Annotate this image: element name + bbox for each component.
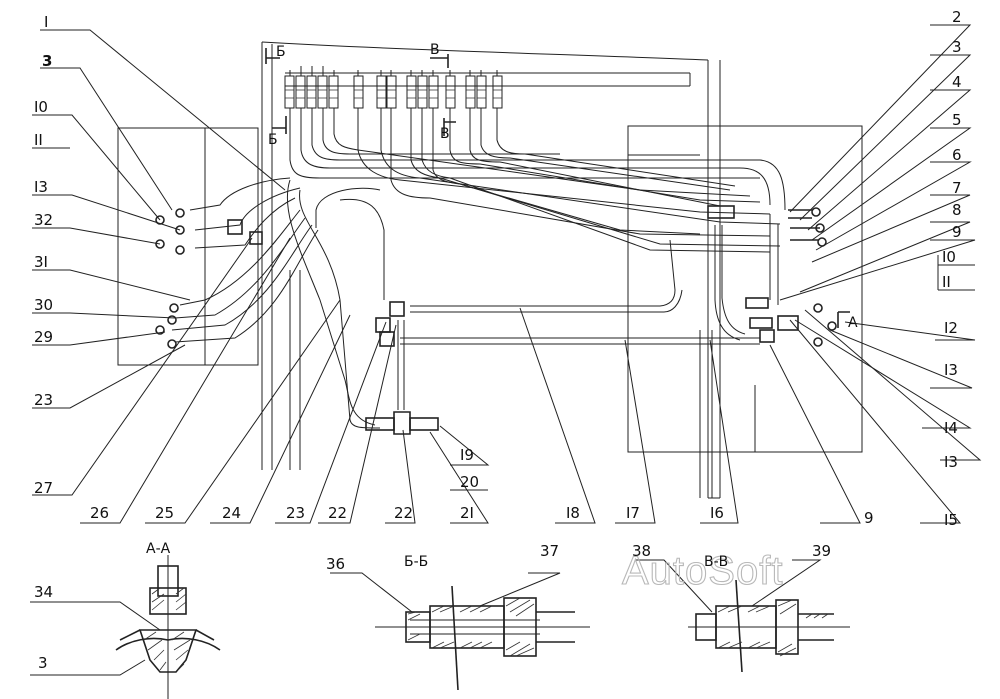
label-3I: 3I [34, 253, 48, 271]
section-mark-v-mid: В [440, 126, 450, 142]
label-I3-bottom: I3 [944, 453, 958, 471]
label-34: 34 [34, 583, 53, 601]
label-I7: I7 [626, 504, 640, 522]
label-22-first: 22 [328, 504, 347, 522]
label-3-section: 3 [38, 654, 48, 672]
label-20: 20 [460, 473, 479, 491]
label-9-bottom: 9 [864, 509, 874, 527]
label-I2: I2 [944, 319, 958, 337]
section-mark-v-top: В [430, 42, 440, 58]
leader-lines [32, 24, 982, 524]
label-I8: I8 [566, 504, 580, 522]
label-38: 38 [632, 542, 651, 560]
frame-outline [117, 41, 863, 499]
section-title-bb: Б-Б [404, 554, 428, 570]
label-I: I [44, 13, 48, 31]
section-aa-detail [30, 555, 221, 699]
label-I0-right: I0 [942, 248, 956, 266]
label-39: 39 [812, 542, 831, 560]
watermark: AutoSoft [622, 549, 783, 593]
label-I9: I9 [460, 446, 474, 464]
section-title-aa: А-А [146, 541, 171, 557]
section-mark-b-top: Б [276, 44, 286, 60]
label-II-left: II [34, 131, 43, 149]
label-7: 7 [952, 179, 962, 197]
fittings [155, 205, 837, 435]
label-5: 5 [952, 111, 962, 129]
label-29: 29 [34, 328, 53, 346]
label-32: 32 [34, 211, 53, 229]
label-2I: 2I [460, 504, 474, 522]
label-37: 37 [540, 542, 559, 560]
label-8: 8 [952, 201, 962, 219]
position-labels: I 3 I0 II I3 32 3I 30 29 23 27 26 25 24 … [34, 8, 962, 672]
section-vv-detail [636, 559, 850, 673]
label-36: 36 [326, 555, 345, 573]
label-3-right: 3 [952, 38, 962, 56]
manifold-fittings [284, 66, 503, 109]
section-mark-b-mid: Б [268, 132, 278, 148]
label-24: 24 [222, 504, 241, 522]
label-23-left: 23 [34, 391, 53, 409]
label-II-right: II [942, 273, 951, 291]
label-27: 27 [34, 479, 53, 497]
label-I3-left: I3 [34, 178, 48, 196]
section-title-vv: В-В [704, 554, 728, 570]
label-4: 4 [952, 73, 962, 91]
section-bb-detail [330, 572, 590, 691]
label-I6: I6 [710, 504, 724, 522]
label-I3-right: I3 [944, 361, 958, 379]
label-22-second: 22 [394, 504, 413, 522]
label-3-left: 3 [42, 52, 52, 70]
label-30: 30 [34, 296, 53, 314]
label-I4: I4 [944, 419, 958, 437]
section-mark-a-side: А [848, 315, 858, 331]
label-I5: I5 [944, 511, 958, 529]
label-25: 25 [155, 504, 174, 522]
pipe-bundle [171, 108, 786, 498]
label-26: 26 [90, 504, 109, 522]
label-9-right: 9 [952, 223, 962, 241]
label-I0-left: I0 [34, 98, 48, 116]
label-23-bottom: 23 [286, 504, 305, 522]
label-2: 2 [952, 8, 962, 26]
label-6: 6 [952, 146, 962, 164]
